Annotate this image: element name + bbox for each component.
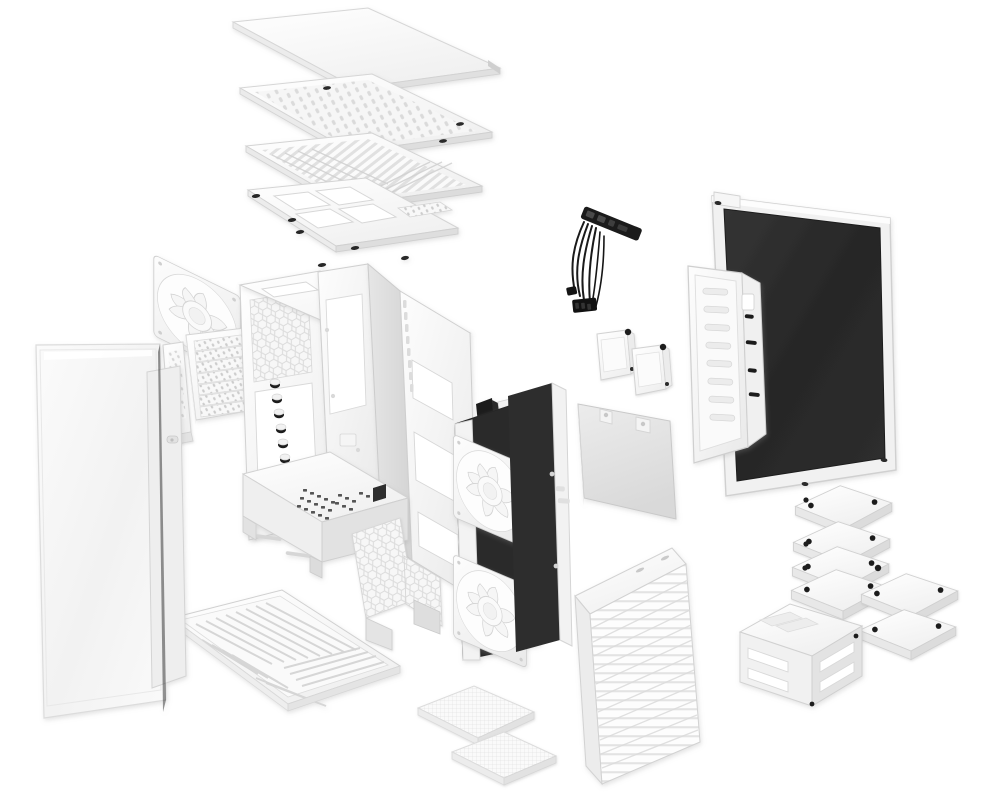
part-left-side-panel [35,343,187,719]
part-front-io-cables [566,206,642,313]
part-top-fan-bracket [246,177,460,267]
part-front-panel [574,547,701,786]
part-psu-shroud [577,403,677,520]
part-ssd-bracket-2 [631,343,673,396]
part-chassis-frame [238,255,513,651]
part-hdd-cage [738,603,864,707]
part-cable-cover [687,265,767,464]
thumbscrews [802,497,882,572]
part-front-filter-strip [450,731,558,786]
part-bottom-dust-filter [170,589,402,712]
chassis-interior-backplate [508,382,573,652]
part-ssd-bracket-1 [596,328,638,381]
